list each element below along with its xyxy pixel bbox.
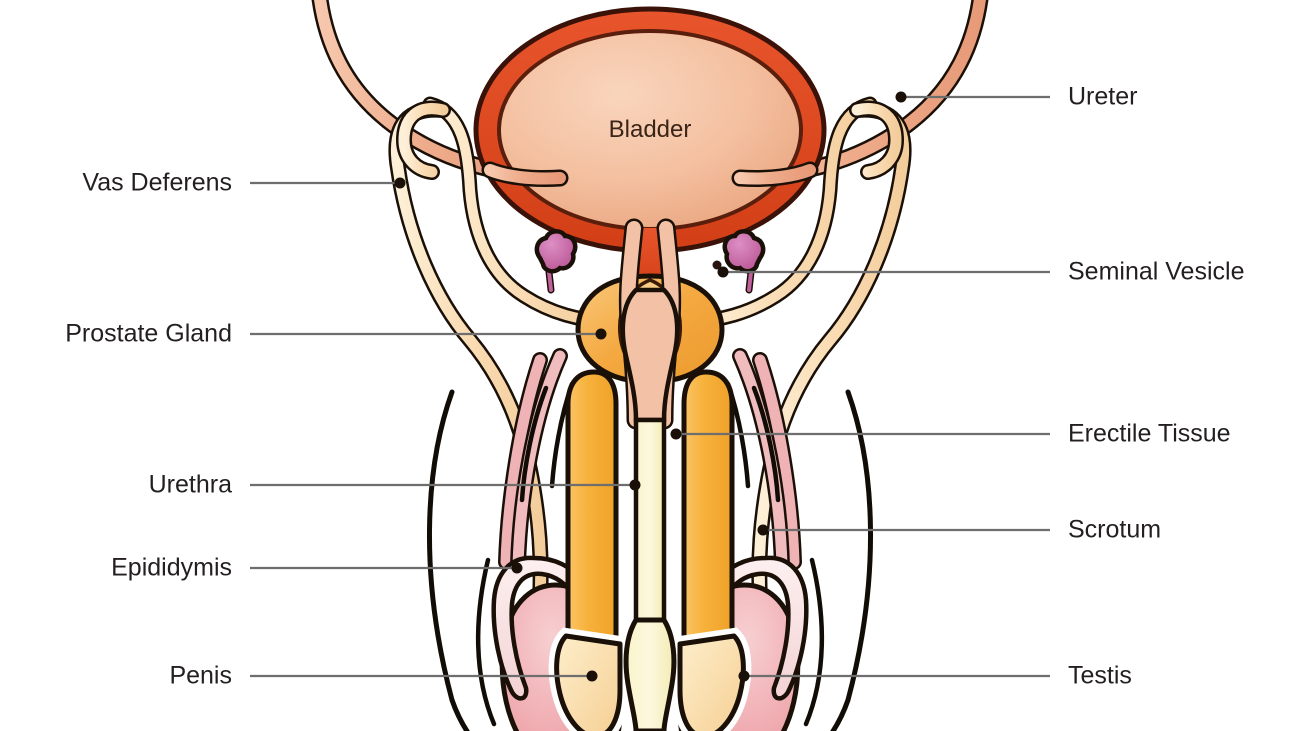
penis-crura <box>548 617 752 731</box>
erectile-tissue-left <box>565 369 619 643</box>
ureter-bladder-junction-left <box>481 161 569 187</box>
seminal-vesicle-right <box>712 229 766 294</box>
vas-deferens-inner-right <box>686 96 878 330</box>
leader-dot-testis <box>738 670 750 682</box>
label-penis[interactable]: Penis <box>169 661 232 690</box>
seminal-vesicle-left <box>534 229 578 294</box>
leader-dot-erectile-tissue <box>670 428 682 440</box>
spermatic-cord-right <box>752 352 802 570</box>
vas-ureter-crossing-left <box>395 100 451 180</box>
leader-dot-scrotum <box>757 524 769 536</box>
label-ureter[interactable]: Ureter <box>1068 82 1138 111</box>
leader-dot-urethra <box>629 479 641 491</box>
label-scrotum[interactable]: Scrotum <box>1068 515 1162 544</box>
leader-dot-ureter <box>895 91 907 103</box>
bladder-caption: Bladder <box>608 116 692 143</box>
spermatic-sheath-right <box>732 348 790 574</box>
vas-ureter-crossing-right <box>849 100 905 180</box>
label-prostate-gland[interactable]: Prostate Gland <box>65 319 232 348</box>
leader-dot-epididymis <box>511 562 523 574</box>
label-seminal-vesicle[interactable]: Seminal Vesicle <box>1068 257 1245 286</box>
leader-dot-seminal-vesicle <box>717 266 729 278</box>
label-urethra[interactable]: Urethra <box>148 470 232 499</box>
label-vas-deferens[interactable]: Vas Deferens <box>82 168 232 197</box>
erectile-tissue-right <box>681 369 735 643</box>
spermatic-sheath-left <box>510 348 568 574</box>
urethra-prostatic <box>618 218 682 430</box>
ureter-bladder-junction-right <box>731 161 819 187</box>
bladder <box>473 6 827 292</box>
scrotum <box>427 381 873 731</box>
label-epididymis[interactable]: Epididymis <box>111 553 232 582</box>
label-testis[interactable]: Testis <box>1068 661 1132 690</box>
vas-deferens-inner-left <box>422 96 614 330</box>
leader-dot-penis <box>586 670 598 682</box>
leader-dot-prostate-gland <box>595 328 607 340</box>
urethral-column <box>633 417 667 643</box>
spermatic-cord-left <box>498 352 548 570</box>
leader-dot-vas-deferens <box>394 177 406 189</box>
leader-lines-group <box>250 91 1050 682</box>
label-erectile-tissue[interactable]: Erectile Tissue <box>1068 419 1231 448</box>
